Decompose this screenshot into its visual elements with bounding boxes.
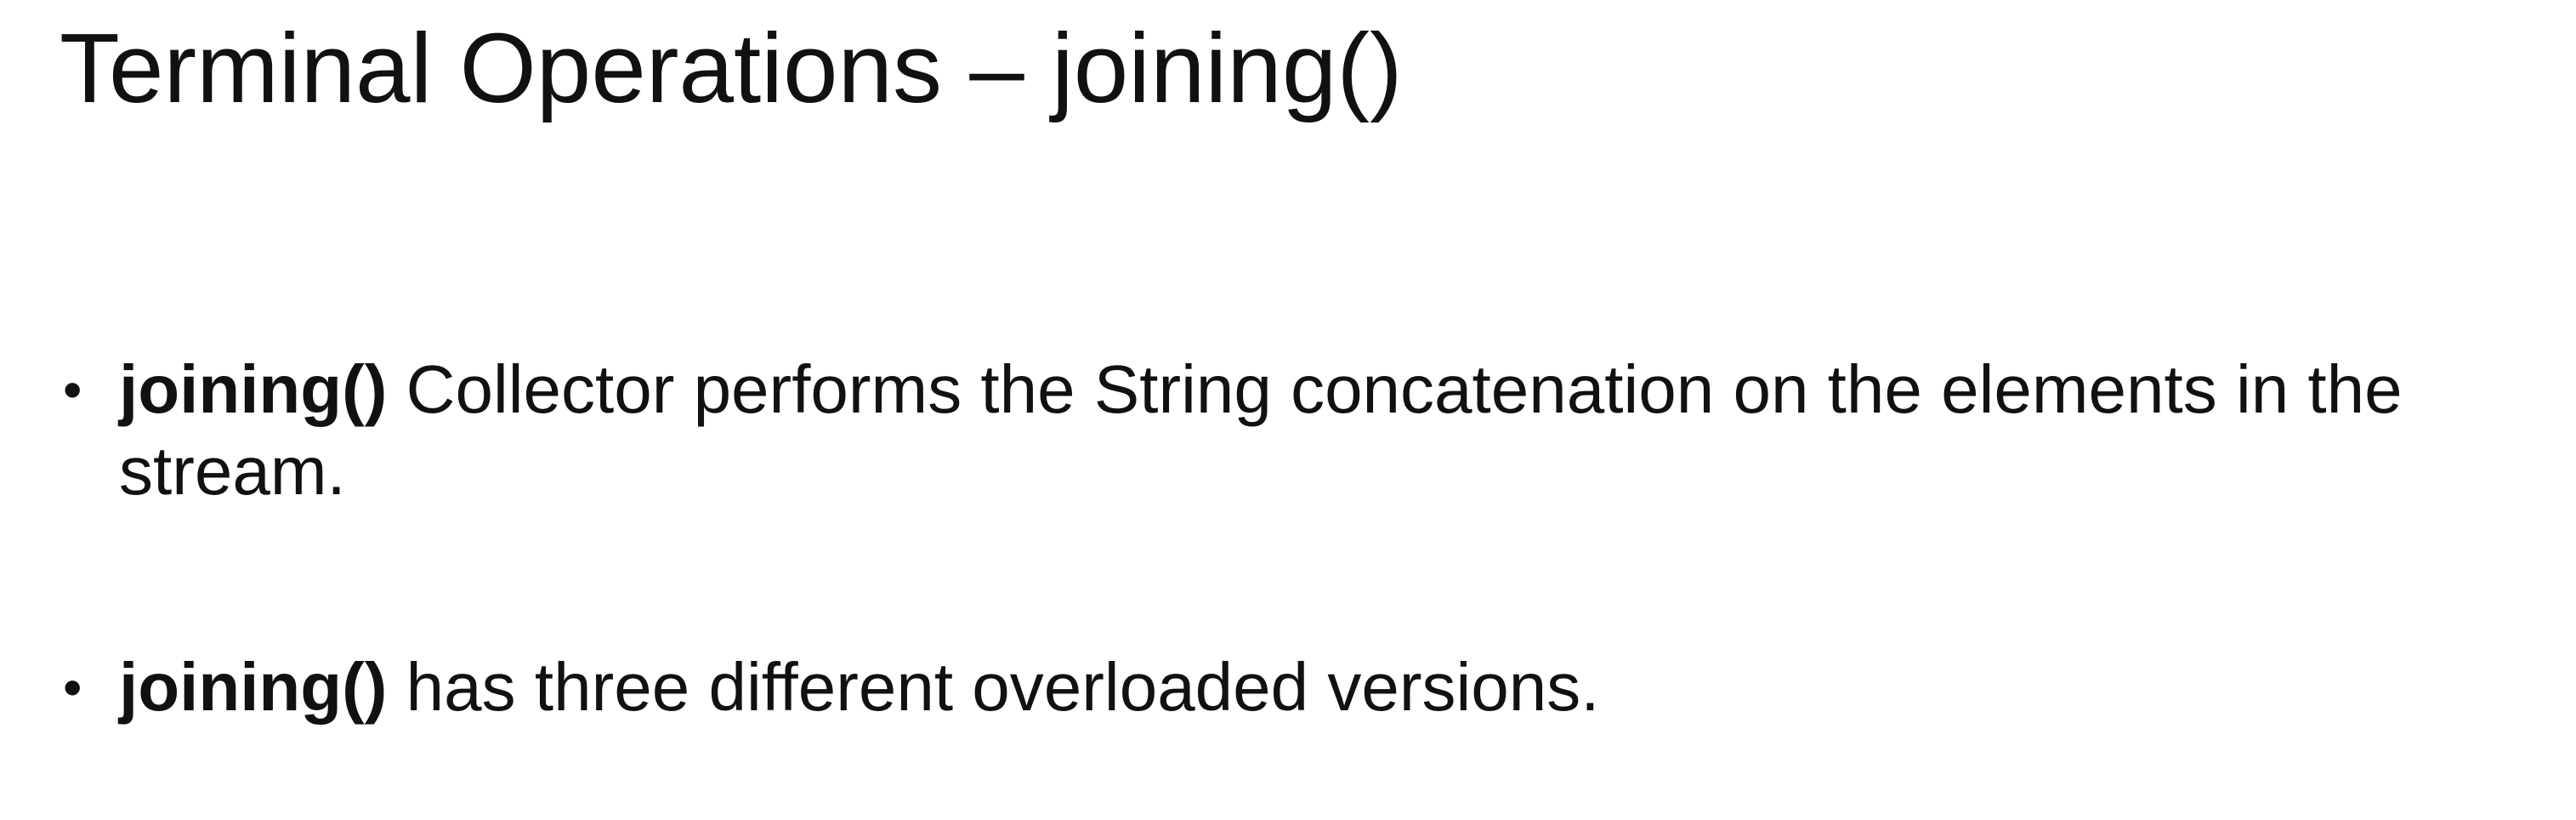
slide-title: Terminal Operations – joining(): [60, 13, 1403, 123]
bullet-list: • joining() Collector performs the Strin…: [60, 349, 2525, 728]
bullet-keyword: joining(): [119, 351, 388, 427]
bullet-text: Collector performs the String concatenat…: [119, 351, 2403, 509]
bullet-item: • joining() has three different overload…: [60, 646, 2525, 728]
bullet-icon: •: [63, 359, 82, 420]
bullet-text: has three different overloaded versions.: [406, 649, 1600, 725]
bullet-keyword: joining(): [119, 649, 388, 725]
bullet-item: • joining() Collector performs the Strin…: [60, 349, 2525, 512]
bullet-icon: •: [63, 657, 82, 718]
